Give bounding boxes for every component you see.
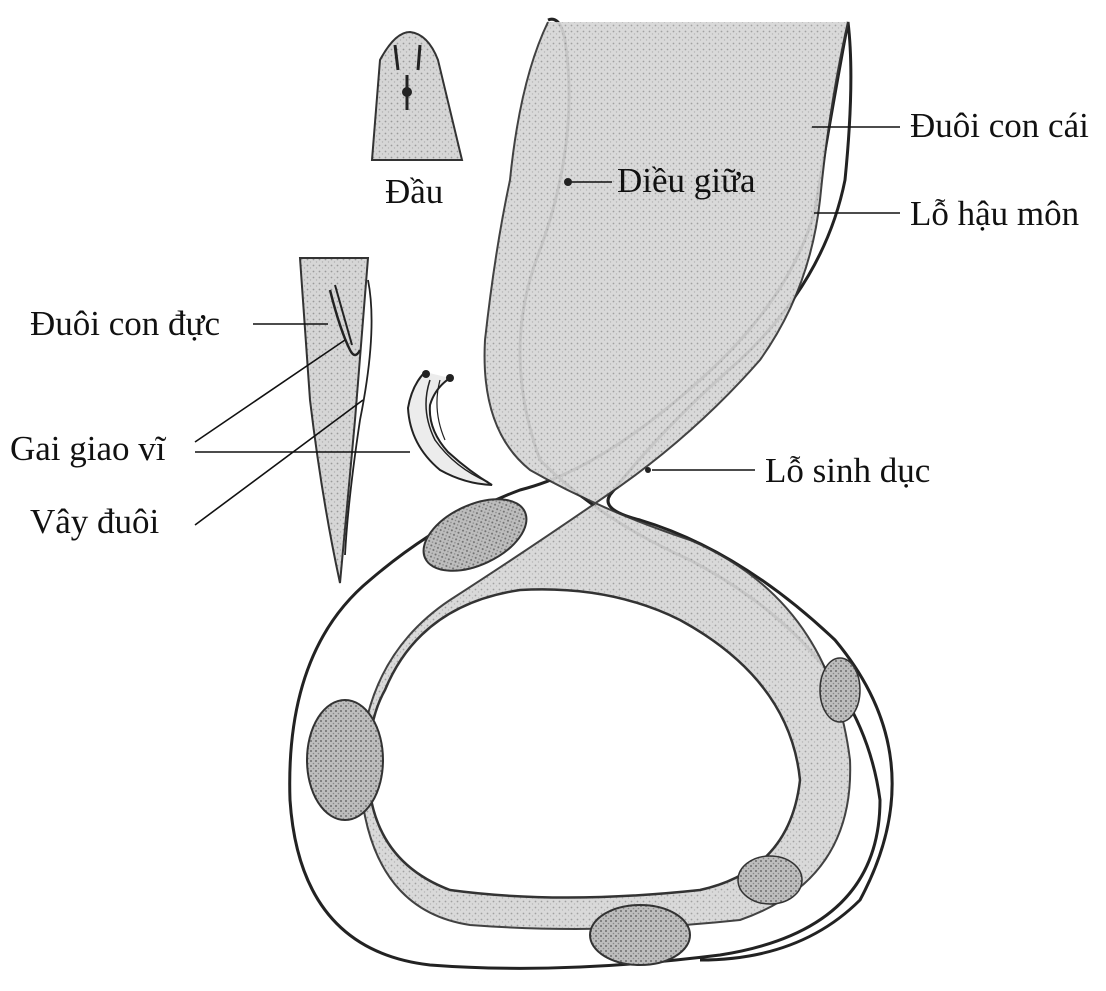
- middle-bulb-marker: [564, 178, 572, 186]
- label-caudal-ala: Vây đuôi: [30, 502, 160, 541]
- female-worm-body: [290, 19, 892, 968]
- label-vulva: Lỗ sinh dục: [765, 451, 930, 490]
- label-head: Đầu: [385, 172, 443, 211]
- label-female-tail: Đuôi con cái: [910, 106, 1089, 145]
- label-anus: Lỗ hậu môn: [910, 194, 1079, 233]
- spicule-illustration: [408, 370, 492, 485]
- label-middle-bulb: Diều giữa: [617, 161, 756, 200]
- label-male-tail: Đuôi con đực: [30, 304, 220, 343]
- vulva-marker: [645, 467, 651, 473]
- label-spicule: Gai giao vĩ: [10, 429, 167, 468]
- head-illustration: [372, 32, 462, 160]
